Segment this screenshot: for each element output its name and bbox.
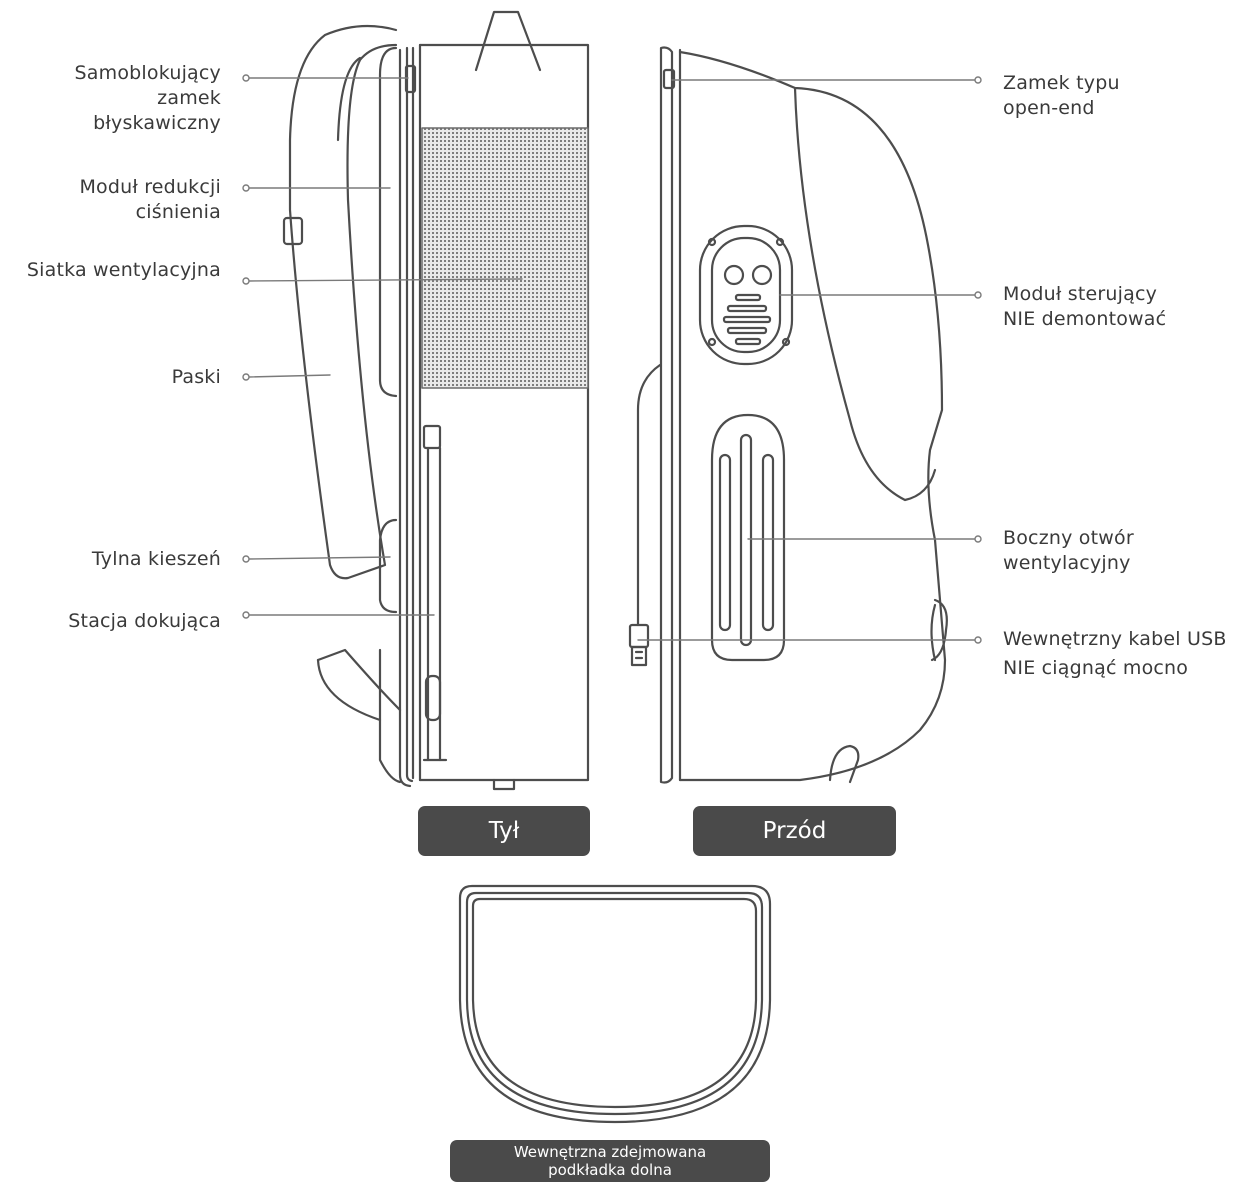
label-pressure-reduction: Moduł redukcji ciśnienia <box>79 175 221 225</box>
label-docking-station: Stacja dokująca <box>68 609 221 634</box>
label-line: Moduł sterujący <box>1003 283 1158 305</box>
tag-label: Tył <box>488 818 520 844</box>
tag-bottom-pad: Wewnętrzna zdejmowana podkładka dolna <box>450 1140 770 1182</box>
label-line: wentylacyjny <box>1003 552 1131 574</box>
label-line: Boczny otwór <box>1003 527 1134 549</box>
label-straps: Paski <box>172 365 221 390</box>
tag-label: podkładka dolna <box>548 1161 672 1179</box>
front-view-drawing <box>628 46 948 784</box>
label-line: Siatka wentylacyjna <box>26 259 221 281</box>
tag-label: Przód <box>762 818 827 844</box>
label-line: Paski <box>171 366 221 388</box>
label-line: Moduł redukcji <box>79 176 221 198</box>
label-line: zamek <box>157 87 221 109</box>
tag-label: Wewnętrzna zdejmowana <box>513 1143 707 1161</box>
leader-lines <box>248 77 976 641</box>
tag-back-view: Tył <box>418 806 590 856</box>
label-line: NIE ciągnąć mocno <box>1003 657 1189 679</box>
tag-front-view: Przód <box>693 806 896 856</box>
label-ventilation-mesh: Siatka wentylacyjna <box>27 258 221 283</box>
label-side-vent: Boczny otwór wentylacyjny <box>1003 526 1134 576</box>
ventilation-mesh <box>421 127 589 389</box>
side-vent <box>710 413 786 662</box>
label-line: open-end <box>1003 97 1095 119</box>
label-line: Tylna kieszeń <box>91 548 221 570</box>
label-control-module: Moduł sterujący NIE demontować <box>1003 282 1166 332</box>
label-open-end-zipper: Zamek typu open-end <box>1003 71 1120 121</box>
back-view-drawing <box>282 10 590 791</box>
label-line: Zamek typu <box>1003 72 1120 94</box>
label-line: Wewnętrzny kabel USB <box>1003 628 1227 650</box>
label-back-pocket: Tylna kieszeń <box>92 547 221 572</box>
control-module <box>698 224 794 366</box>
label-line: Samoblokujący <box>74 62 221 84</box>
label-line: błyskawiczny <box>93 112 221 134</box>
label-line: NIE demontować <box>1003 308 1167 330</box>
label-line: Stacja dokująca <box>68 610 221 632</box>
label-line: ciśnienia <box>135 201 221 223</box>
label-self-locking-zipper: Samoblokujący zamek błyskawiczny <box>75 61 221 136</box>
bottom-pad-drawing <box>458 884 772 1124</box>
label-usb-cable: Wewnętrzny kabel USB NIE ciągnąć mocno <box>1003 625 1227 683</box>
